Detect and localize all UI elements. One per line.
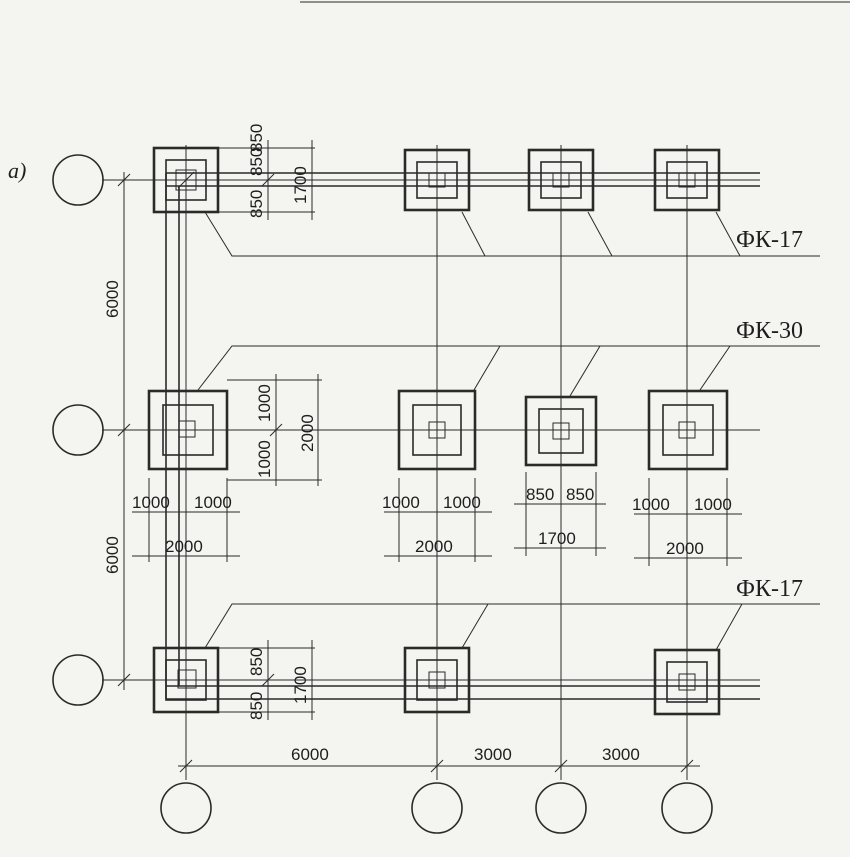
col3-horizontal-dims [514, 472, 606, 556]
axis-bubble-row-3 [52, 654, 104, 706]
dim-bot-1700: 1700 [291, 666, 310, 704]
dim-top-850-b: 850 [247, 124, 266, 152]
dim-bottom-6000: 6000 [291, 745, 329, 764]
dim-midleft-1000-b: 1000 [255, 440, 274, 478]
footing-r2-c4 [647, 389, 729, 471]
dim-col1-1000-a: 1000 [132, 493, 170, 512]
dim-bottom-3000-b: 3000 [602, 745, 640, 764]
footing-r1-c2 [403, 148, 471, 212]
axis-grid [102, 145, 760, 780]
footing-r2-c3 [524, 395, 598, 467]
dim-top-1700: 1700 [291, 166, 310, 204]
dim-bottom-3000-a: 3000 [474, 745, 512, 764]
axis-bubble-col-2 [411, 782, 463, 834]
dim-midleft-2000-v: 2000 [298, 414, 317, 452]
dim-col3-850-a: 850 [526, 485, 554, 504]
dim-top-850-c: 850 [247, 190, 266, 218]
dim-bot-850-b: 850 [247, 692, 266, 720]
footing-r1-c4 [653, 148, 721, 212]
mid-left-dims [227, 374, 322, 486]
top-corner-dims [218, 140, 315, 220]
mark-fk17-top: ФК-17 [736, 227, 803, 253]
dim-col3-850-b: 850 [566, 485, 594, 504]
axis-bubble-row-1 [52, 154, 104, 206]
bottom-corner-dims [218, 640, 315, 720]
dim-bot-850-a: 850 [247, 648, 266, 676]
dim-col1-2000: 2000 [165, 537, 203, 556]
dim-col4-1000-a: 1000 [632, 495, 670, 514]
left-dimension-chain [117, 172, 131, 690]
col4-horizontal-dims [634, 478, 742, 566]
footing-r3-c2 [403, 646, 471, 714]
footing-r1-c1 [152, 146, 220, 214]
footing-r1-c3 [527, 148, 595, 212]
foundation-beams [165, 172, 760, 700]
dim-col2-1000-b: 1000 [443, 493, 481, 512]
footing-r2-c1 [147, 389, 229, 471]
dim-col1-1000-b: 1000 [194, 493, 232, 512]
dim-col2-2000: 2000 [415, 537, 453, 556]
axis-bubbles [52, 154, 713, 834]
col1-horizontal-dims [132, 478, 240, 562]
dim-midleft-1000-a: 1000 [255, 384, 274, 422]
mark-fk17-bottom: ФК-17 [736, 576, 803, 602]
footing-r3-c1 [152, 646, 220, 714]
axis-bubble-row-2 [52, 404, 104, 456]
dim-col3-1700: 1700 [538, 529, 576, 548]
footing-r2-c2 [397, 389, 477, 471]
bottom-dimension-chain [178, 759, 700, 773]
figure-label: a) [8, 158, 26, 183]
dim-col4-1000-b: 1000 [694, 495, 732, 514]
axis-bubble-col-4 [661, 782, 713, 834]
footing-r3-c4 [653, 648, 721, 716]
dim-col4-2000: 2000 [666, 539, 704, 558]
dim-left-upper: 6000 [103, 280, 122, 318]
dim-col2-1000-a: 1000 [382, 493, 420, 512]
mark-fk30: ФК-30 [736, 318, 803, 344]
axis-bubble-col-3 [535, 782, 587, 834]
mark-leaders [197, 211, 820, 651]
axis-bubble-col-1 [160, 782, 212, 834]
dim-top-850-a: 850 [247, 148, 266, 176]
col2-horizontal-dims [384, 478, 492, 562]
dim-left-lower: 6000 [103, 536, 122, 574]
